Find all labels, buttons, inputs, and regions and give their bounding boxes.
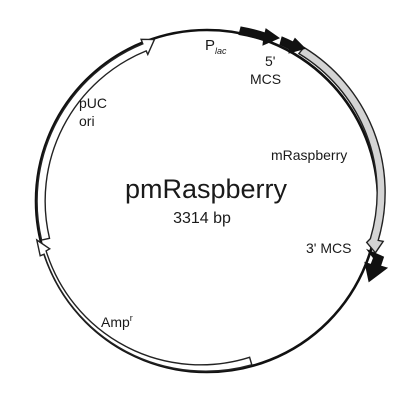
plac-label: Plac bbox=[205, 37, 227, 56]
amp-arrow bbox=[35, 238, 253, 372]
mraspberry-label: mRaspberry bbox=[271, 147, 347, 163]
puc-ori-arrow bbox=[36, 38, 156, 241]
mcs5-label-line1: 5' bbox=[265, 53, 275, 69]
puc-label-line1: pUC bbox=[79, 95, 107, 111]
amp-label: Ampr bbox=[101, 313, 133, 330]
mraspberry-arrow bbox=[297, 46, 386, 254]
plac-arrow bbox=[238, 26, 281, 46]
puc-label-line2: ori bbox=[79, 113, 95, 129]
mcs3-arrow bbox=[364, 248, 389, 283]
mcs3-label: 3' MCS bbox=[306, 240, 351, 256]
mcs5-arrow bbox=[279, 36, 306, 54]
plasmid-name: pmRaspberry bbox=[125, 174, 288, 204]
amp-label-main: Amp bbox=[101, 314, 130, 330]
amp-label-superscript: r bbox=[130, 313, 133, 323]
mcs5-label-line2: MCS bbox=[250, 71, 281, 87]
plac-label-main: P bbox=[205, 37, 215, 54]
plasmid-size: 3314 bp bbox=[173, 210, 231, 227]
plac-label-subscript: lac bbox=[215, 46, 227, 56]
